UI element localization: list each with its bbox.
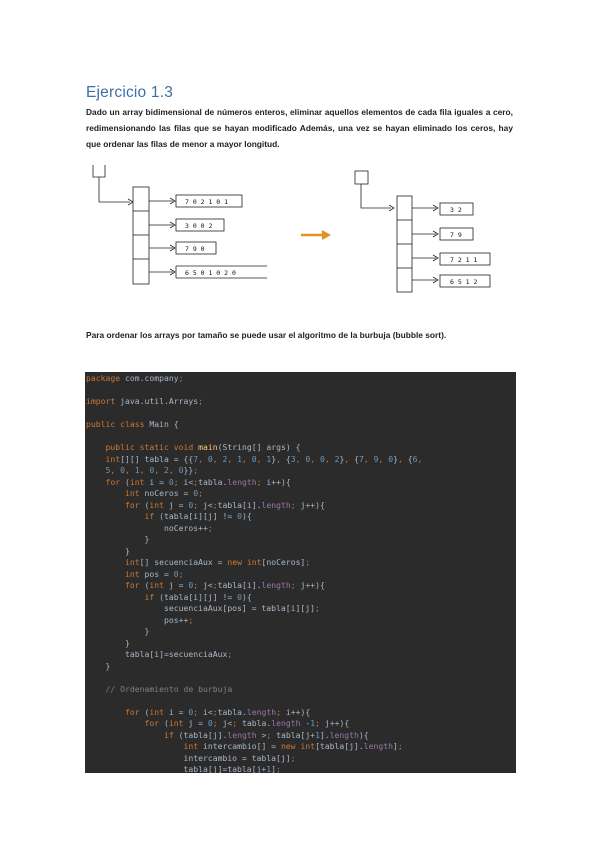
exercise-description: Dado un array bidimensional de números e… bbox=[86, 107, 513, 149]
before-row-values: 7 0 2 1 0 1 3 0 0 2 7 9 0 6 5 0 1 0 2 0 bbox=[185, 198, 236, 277]
before-row-box-1 bbox=[175, 194, 243, 208]
after-row-4: 6 5 1 2 bbox=[450, 278, 477, 286]
after-reference-box bbox=[354, 170, 369, 185]
after-reference-pointer bbox=[360, 184, 391, 209]
after-row-3: 7 2 1 1 bbox=[450, 256, 477, 264]
before-reference-box bbox=[92, 165, 106, 178]
before-row-box-4 bbox=[175, 265, 267, 279]
before-row-4: 6 5 0 1 0 2 0 bbox=[185, 269, 236, 277]
before-reference-pointer bbox=[98, 177, 130, 203]
exercise-title: Ejercicio 1.3 bbox=[86, 84, 174, 101]
code-text: package com.company; import java.util.Ar… bbox=[86, 373, 423, 773]
after-row-box-4 bbox=[439, 274, 491, 288]
after-row-box-1 bbox=[439, 202, 474, 216]
before-row-3: 7 9 0 bbox=[185, 245, 205, 253]
before-index-column bbox=[132, 186, 150, 285]
before-diagram bbox=[92, 165, 267, 285]
after-row-2: 7 9 bbox=[450, 231, 462, 239]
before-row-box-3 bbox=[175, 241, 217, 255]
before-row-box-2 bbox=[175, 218, 225, 232]
transform-arrow bbox=[301, 230, 331, 240]
after-row-1: 3 2 bbox=[450, 206, 462, 214]
after-row-values: 3 2 7 9 7 2 1 1 6 5 1 2 bbox=[450, 206, 477, 286]
after-row-box-2 bbox=[439, 227, 474, 241]
array-diagram: 7 0 2 1 0 1 3 0 0 2 7 9 0 6 5 0 1 0 2 0 … bbox=[92, 165, 491, 293]
after-diagram bbox=[354, 170, 491, 293]
code-block: package com.company; import java.util.Ar… bbox=[85, 372, 516, 773]
bubble-sort-note: Para ordenar los arrays por tamaño se pu… bbox=[86, 330, 447, 340]
after-row-box-3 bbox=[439, 252, 491, 266]
before-row-2: 3 0 0 2 bbox=[185, 222, 212, 230]
before-row-1: 7 0 2 1 0 1 bbox=[185, 198, 228, 206]
